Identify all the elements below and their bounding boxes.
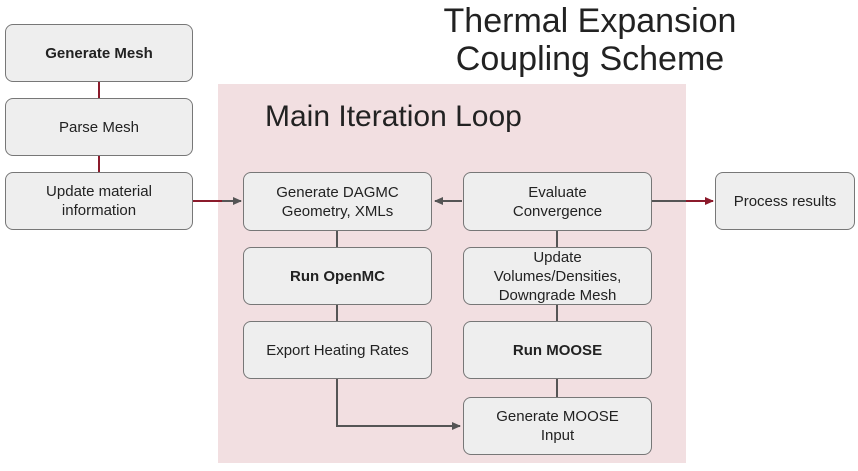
- process-results-node: Process results: [715, 172, 855, 230]
- run-moose-node: Run MOOSE: [463, 321, 652, 379]
- update-material-node: Update material information: [5, 172, 193, 230]
- update-volumes-label-line-2: Volumes/Densities,: [493, 267, 622, 285]
- generate-moose-input-label-line-1: Generate MOOSE: [496, 408, 619, 425]
- generate-moose-input-node: Generate MOOSE Input: [463, 397, 652, 455]
- generate-dagmc-label-line-1: Generate DAGMC: [276, 183, 399, 201]
- evaluate-convergence-label-line-2: Convergence: [512, 202, 603, 220]
- export-heating-rates-label: Export Heating Rates: [266, 341, 409, 359]
- diagram-title-line-2: Coupling Scheme: [455, 40, 725, 78]
- run-moose-label: Run MOOSE: [512, 341, 603, 359]
- evaluate-convergence-label-line-1: Evaluate: [528, 183, 587, 201]
- update-material-label-line-2: information: [61, 202, 137, 219]
- update-volumes-label-line-1: Update: [533, 248, 582, 266]
- generate-mesh-node: Generate Mesh: [5, 24, 193, 82]
- update-volumes-label-line-3: Downgrade Mesh: [498, 286, 617, 304]
- process-results-label: Process results: [733, 192, 837, 210]
- generate-mesh-label: Generate Mesh: [45, 44, 153, 62]
- parse-mesh-node: Parse Mesh: [5, 98, 193, 156]
- update-material-label-line-1: Update material: [46, 183, 152, 200]
- run-openmc-label: Run OpenMC: [290, 267, 385, 285]
- evaluate-convergence-node: Evaluate Convergence: [463, 172, 652, 231]
- arrow-export-to-moose-input: [336, 379, 461, 430]
- update-volumes-node: Update Volumes/Densities, Downgrade Mesh: [463, 247, 652, 305]
- diagram-title: Thermal Expansion Coupling Scheme: [380, 2, 800, 78]
- generate-moose-input-label-line-2: Input: [540, 427, 575, 444]
- run-openmc-node: Run OpenMC: [243, 247, 432, 305]
- generate-dagmc-node: Generate DAGMC Geometry, XMLs: [243, 172, 432, 231]
- generate-dagmc-label-line-2: Geometry, XMLs: [281, 202, 394, 220]
- parse-mesh-label: Parse Mesh: [58, 118, 140, 136]
- export-heating-rates-node: Export Heating Rates: [243, 321, 432, 379]
- diagram-title-line-1: Thermal Expansion: [443, 2, 737, 40]
- main-iteration-loop-label: Main Iteration Loop: [265, 100, 522, 133]
